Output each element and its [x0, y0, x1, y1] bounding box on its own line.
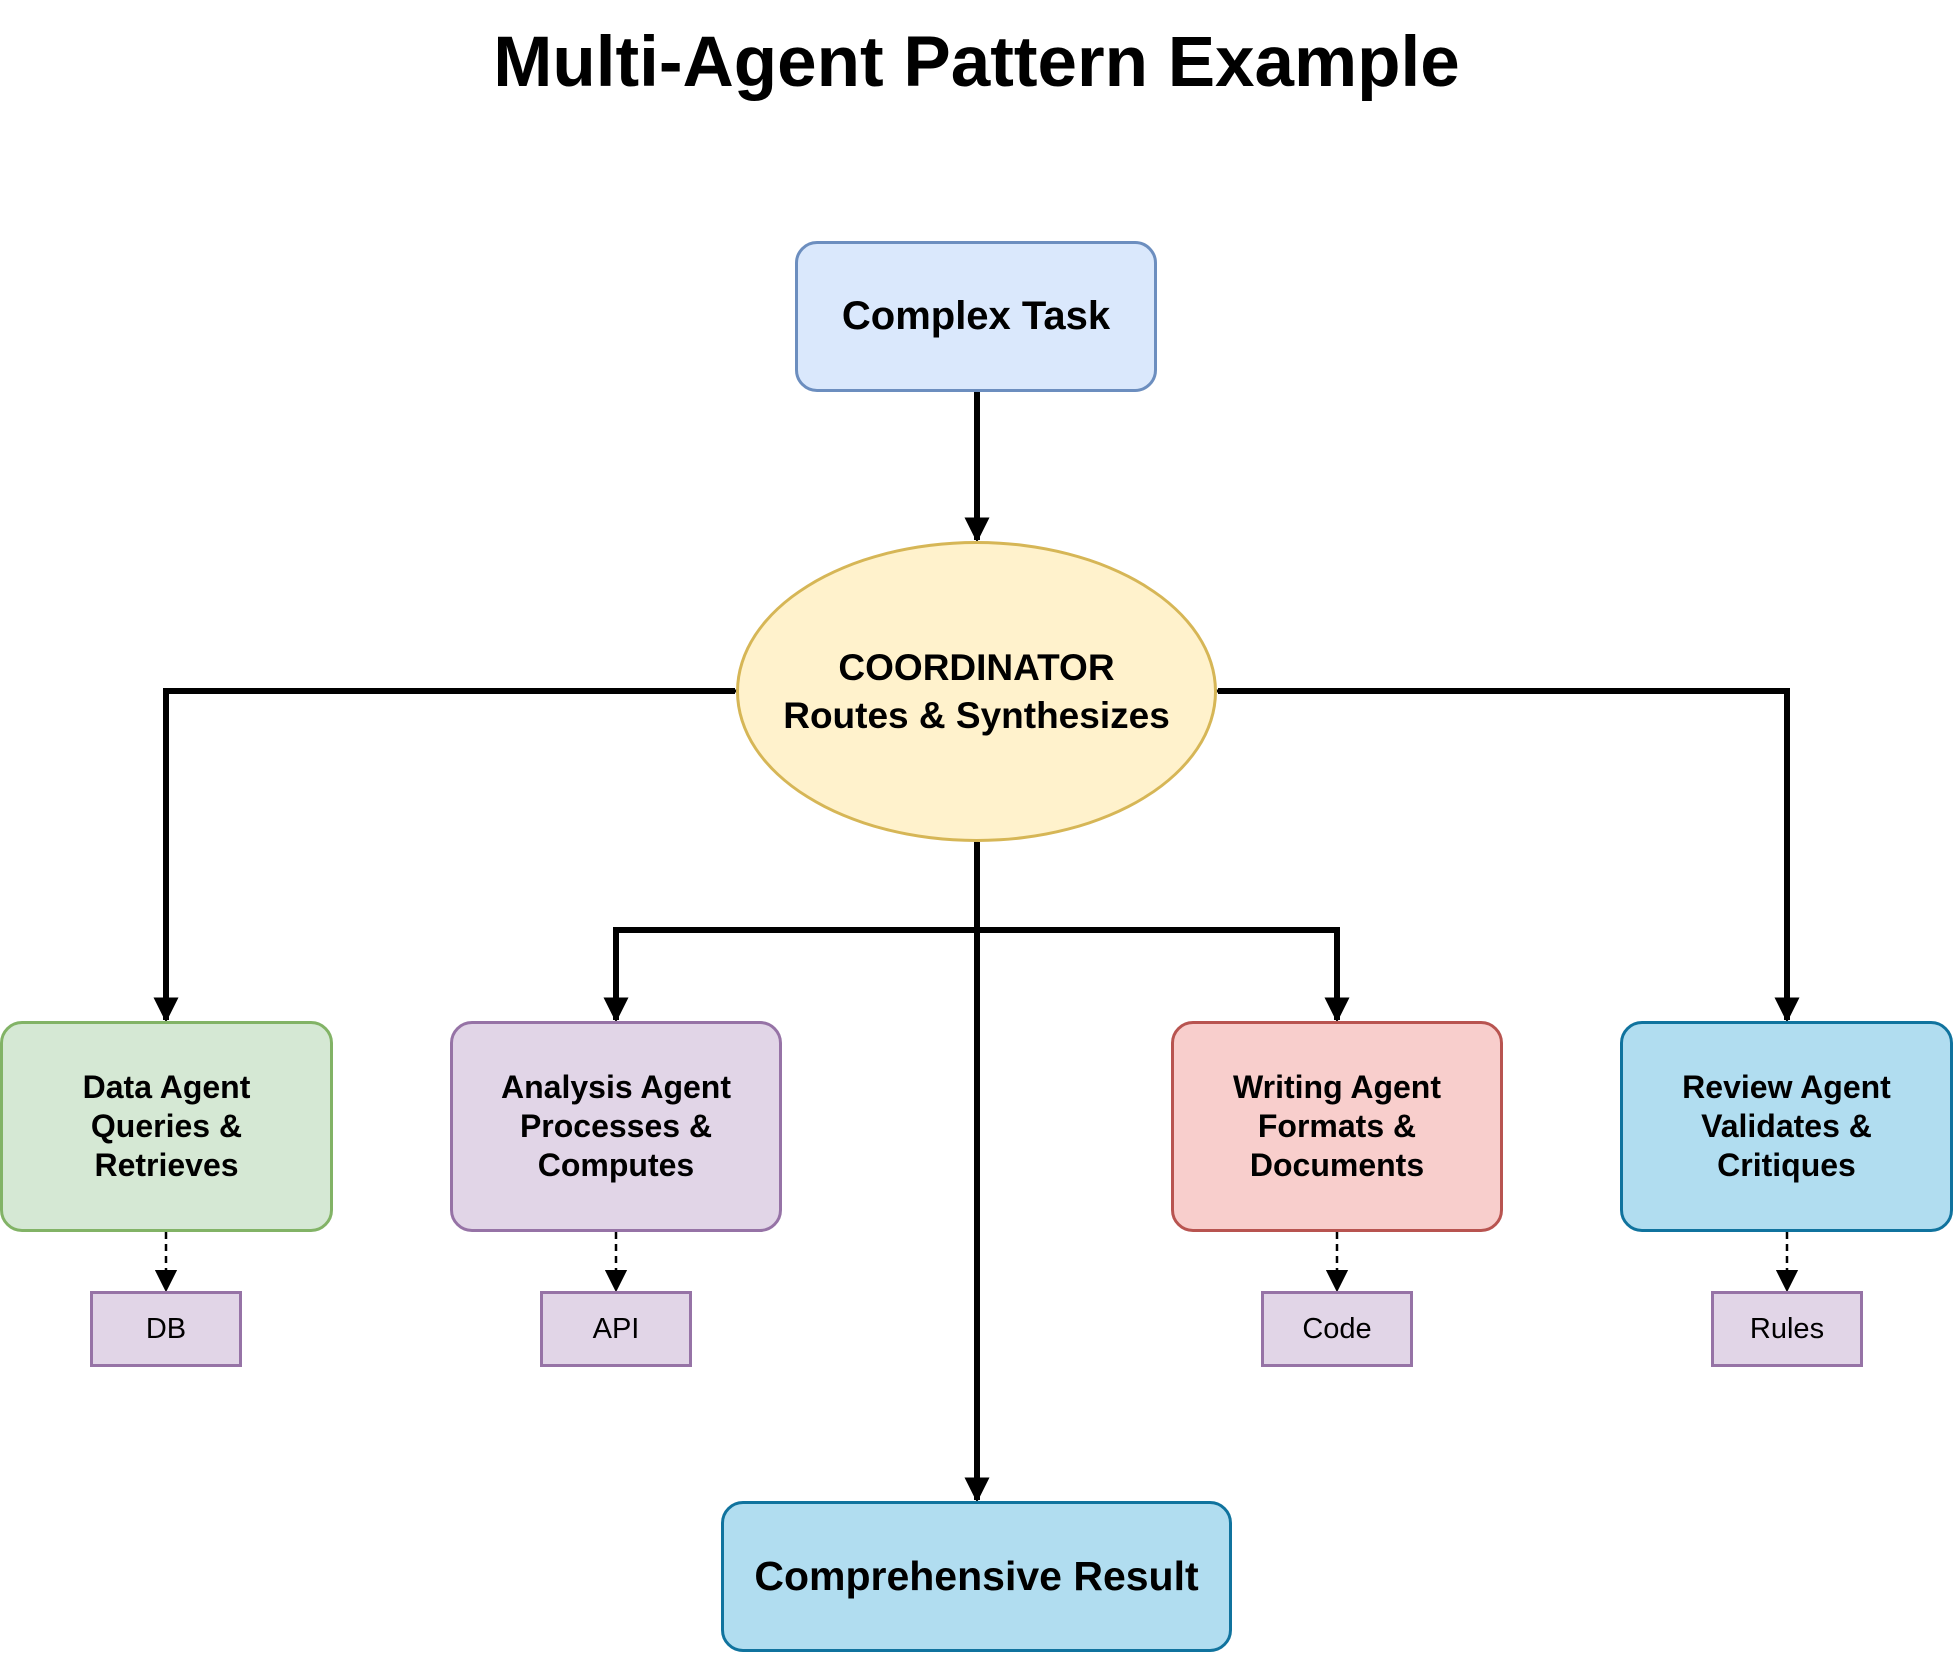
analysis-agent-desc-2: Computes: [537, 1147, 695, 1183]
analysis-agent-desc-1: Processes &: [519, 1108, 713, 1144]
result-node[interactable]: Comprehensive Result: [721, 1501, 1232, 1652]
code-tool-node[interactable]: Code: [1261, 1291, 1413, 1367]
complex-task-label: Complex Task: [841, 294, 1111, 338]
edge-coordinator-to-analysis-agent: [603, 927, 977, 1023]
review-agent-name: Review Agent: [1682, 1069, 1891, 1105]
edge-coordinator-to-writing-agent: [977, 927, 1350, 1023]
data-agent-node[interactable]: Data Agent Queries & Retrieves: [0, 1021, 333, 1232]
result-label: Comprehensive Result: [754, 1553, 1199, 1599]
writing-agent-desc-1: Formats &: [1257, 1108, 1417, 1144]
review-agent-node[interactable]: Review Agent Validates & Critiques: [1620, 1021, 1953, 1232]
analysis-agent-name: Analysis Agent: [501, 1069, 731, 1105]
rules-tool-node[interactable]: Rules: [1711, 1291, 1863, 1367]
review-agent-desc-2: Critiques: [1717, 1147, 1856, 1183]
edge-coordinator-review-agent: [1195, 678, 1800, 1023]
code-tool-label: Code: [1302, 1312, 1372, 1345]
analysis-agent-node[interactable]: Analysis Agent Processes & Computes: [450, 1021, 782, 1232]
api-tool-label: API: [592, 1312, 640, 1345]
api-tool-node[interactable]: API: [540, 1291, 692, 1367]
data-agent-name: Data Agent: [82, 1069, 251, 1105]
writing-agent-desc-2: Documents: [1249, 1147, 1425, 1183]
db-tool-label: DB: [145, 1312, 187, 1345]
review-agent-desc-1: Validates &: [1701, 1108, 1872, 1144]
diagram-title: Multi-Agent Pattern Example: [493, 23, 1460, 102]
complex-task-node[interactable]: Complex Task: [795, 241, 1157, 392]
rules-tool-label: Rules: [1749, 1312, 1825, 1345]
coordinator-title: COORDINATOR: [838, 646, 1115, 688]
data-agent-desc-2: Retrieves: [94, 1147, 239, 1183]
db-tool-node[interactable]: DB: [90, 1291, 242, 1367]
data-agent-desc-1: Queries &: [90, 1108, 243, 1144]
coordinator-node[interactable]: COORDINATOR Routes & Synthesizes: [736, 541, 1217, 842]
edge-coordinator-data-agent: [153, 678, 758, 1023]
writing-agent-node[interactable]: Writing Agent Formats & Documents: [1171, 1021, 1503, 1232]
coordinator-subtitle: Routes & Synthesizes: [783, 694, 1170, 736]
writing-agent-name: Writing Agent: [1233, 1069, 1441, 1105]
